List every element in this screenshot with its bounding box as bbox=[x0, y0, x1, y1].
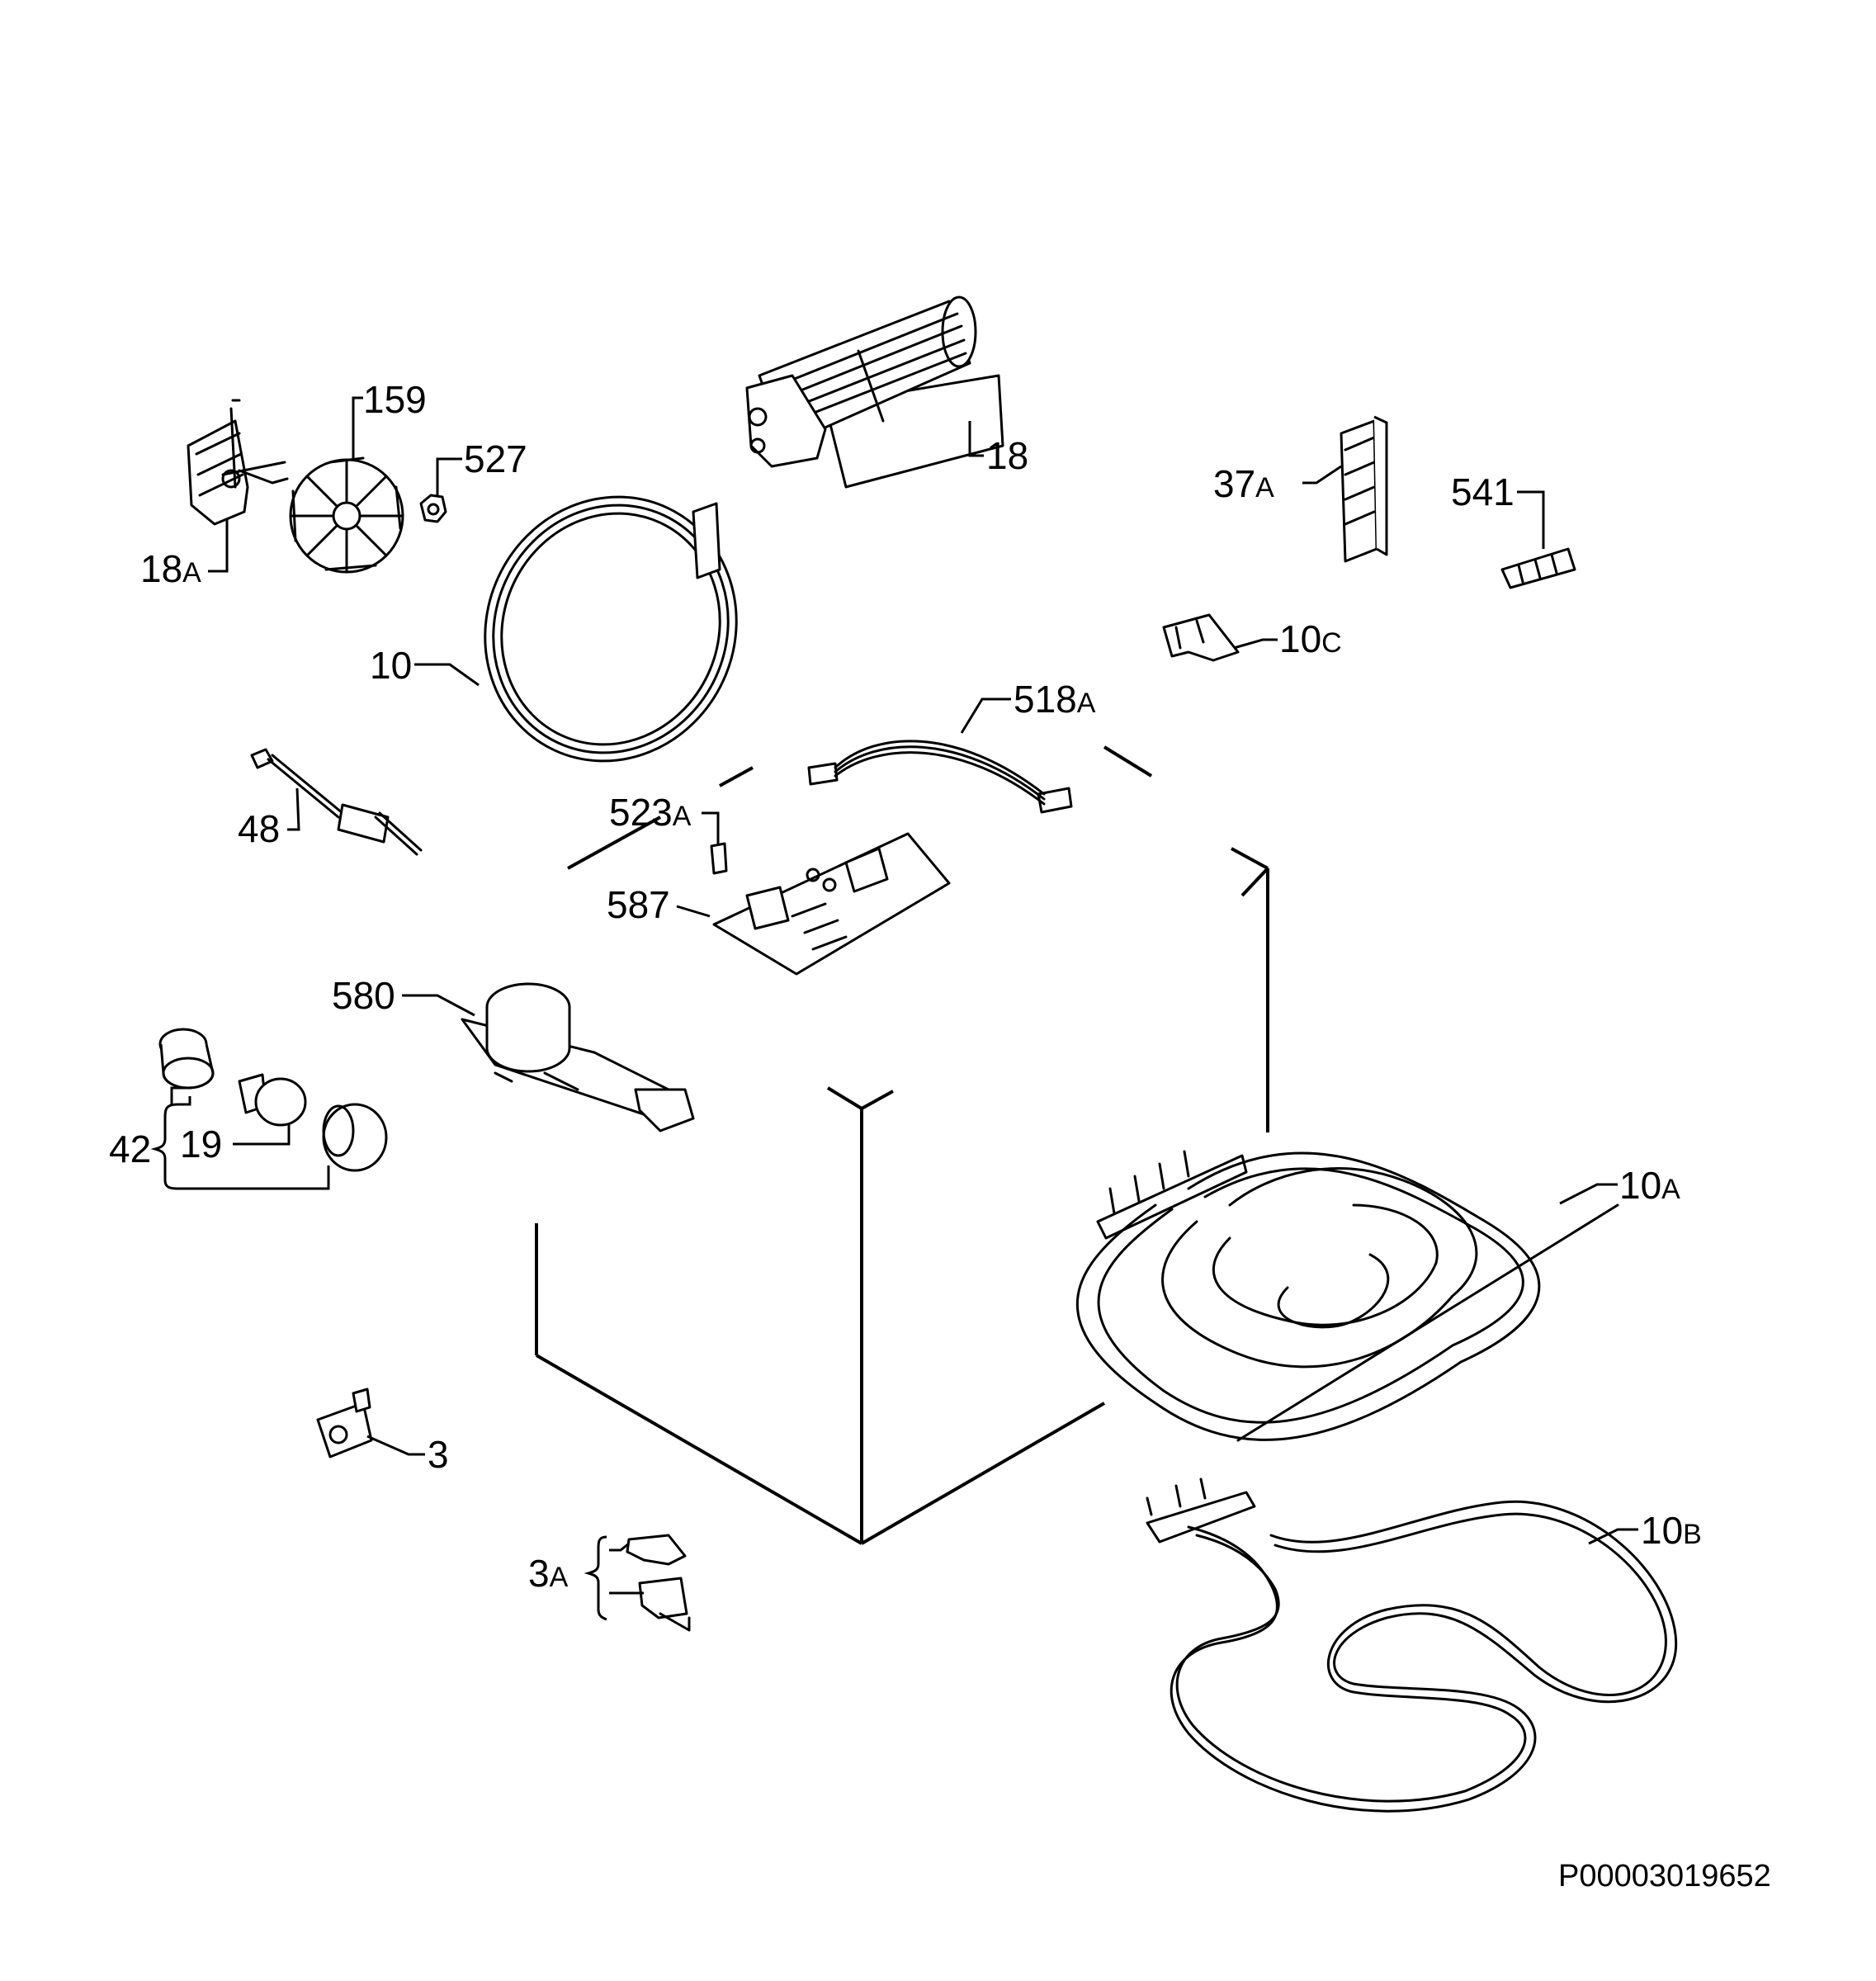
grill-heating-element-10a bbox=[1075, 1150, 1619, 1442]
leader-580 bbox=[402, 994, 475, 1017]
document-number: P00003019652 bbox=[1558, 1859, 1771, 1894]
control-board-587 bbox=[712, 832, 951, 976]
label-587: 587 bbox=[607, 883, 670, 926]
leader-10 bbox=[414, 663, 480, 687]
label-18: 18 bbox=[986, 434, 1028, 477]
label-3: 3 bbox=[428, 1433, 449, 1476]
leader-527 bbox=[436, 457, 462, 495]
label-527: 527 bbox=[464, 437, 527, 480]
temperature-probe-48 bbox=[250, 748, 423, 856]
tangential-fan-18 bbox=[745, 295, 1004, 489]
label-580: 580 bbox=[332, 974, 395, 1017]
leader-37a bbox=[1302, 465, 1342, 485]
leader-541 bbox=[1517, 490, 1545, 549]
label-18a: 18A bbox=[140, 547, 201, 590]
leader-18 bbox=[968, 421, 984, 457]
label-10c: 10C bbox=[1279, 617, 1342, 660]
leader-3 bbox=[366, 1435, 425, 1456]
label-10b: 10B bbox=[1641, 1509, 1702, 1552]
label-10a: 10A bbox=[1619, 1164, 1680, 1207]
leader-10c bbox=[1233, 638, 1278, 650]
leader-42-bracket bbox=[150, 1086, 330, 1190]
leader-48 bbox=[287, 787, 300, 831]
leader-587 bbox=[676, 905, 711, 918]
lamp-holder-42 bbox=[158, 1028, 215, 1090]
label-19: 19 bbox=[180, 1123, 222, 1165]
leader-3a-bracket bbox=[584, 1535, 644, 1621]
leader-10a bbox=[1559, 1183, 1618, 1205]
leader-518a bbox=[960, 697, 1011, 734]
label-42: 42 bbox=[109, 1128, 151, 1170]
leader-10b bbox=[1588, 1528, 1638, 1545]
label-159: 159 bbox=[363, 378, 427, 421]
leader-18a bbox=[208, 518, 229, 573]
thermostat-3 bbox=[316, 1388, 373, 1459]
connector-541 bbox=[1500, 547, 1576, 589]
label-518a: 518A bbox=[1014, 678, 1096, 721]
label-523a: 523A bbox=[609, 791, 692, 834]
label-10: 10 bbox=[370, 644, 412, 687]
fan-blade-159 bbox=[289, 456, 404, 574]
leader-523a bbox=[702, 811, 720, 844]
circular-heating-element-10 bbox=[484, 495, 738, 763]
oven-cavity-outline bbox=[535, 745, 1269, 1545]
label-48: 48 bbox=[238, 807, 280, 850]
wiring-harness-518a bbox=[807, 740, 1073, 814]
terminal-block-37a bbox=[1340, 415, 1388, 563]
leader-159 bbox=[352, 396, 363, 461]
bottom-heating-element-10b bbox=[1146, 1477, 1678, 1813]
bracket-10c bbox=[1162, 613, 1240, 662]
thermostat-3a bbox=[626, 1534, 691, 1632]
lamp-cover bbox=[322, 1103, 388, 1172]
door-lock-motor-580 bbox=[461, 982, 695, 1132]
label-37a: 37A bbox=[1213, 462, 1274, 505]
label-541: 541 bbox=[1451, 470, 1515, 513]
connector-523a bbox=[710, 842, 728, 875]
lamp-bulb-19 bbox=[238, 1073, 307, 1127]
fan-nut-527 bbox=[419, 494, 447, 523]
label-3a: 3A bbox=[528, 1552, 569, 1595]
fan-motor-18a bbox=[187, 399, 289, 526]
